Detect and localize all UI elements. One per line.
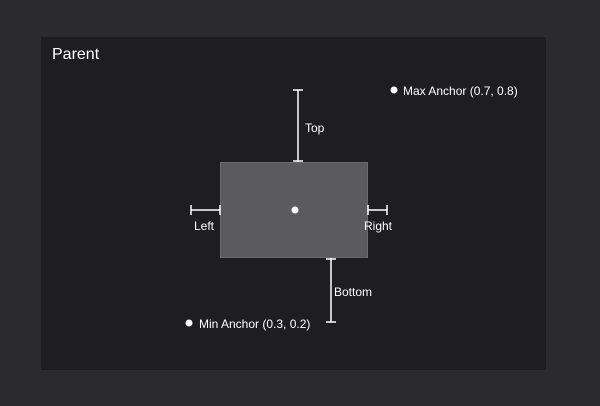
top-offset-line (293, 89, 303, 162)
bottom-label: Bottom (334, 285, 373, 299)
pivot-dot (291, 206, 299, 214)
parent-title: Parent (52, 46, 100, 63)
min-anchor-dot (185, 319, 193, 327)
min-anchor-label: Min Anchor (0.3, 0.2) (199, 317, 311, 331)
right-label: Right (364, 219, 393, 233)
left-label: Left (194, 219, 215, 233)
bottom-offset-line (326, 258, 336, 323)
left-offset-line (190, 205, 221, 215)
max-anchor-label: Max Anchor (0.7, 0.8) (403, 84, 518, 98)
right-offset-line (367, 205, 388, 215)
max-anchor-dot (390, 86, 398, 94)
top-label: Top (305, 121, 325, 135)
